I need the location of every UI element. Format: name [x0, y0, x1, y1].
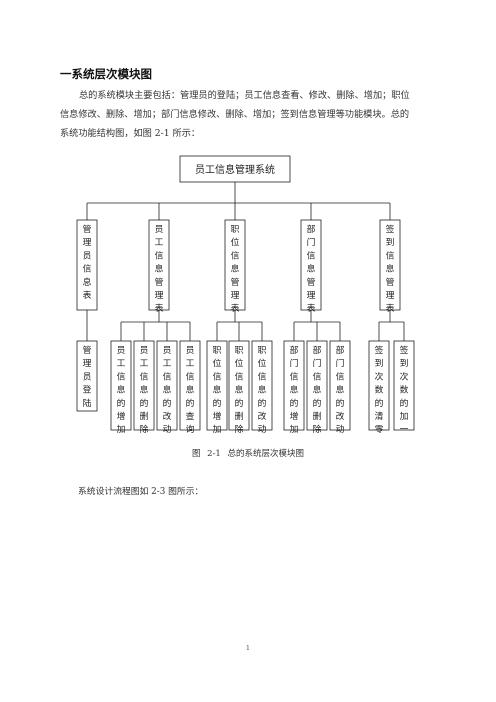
group-node-label: 签到信息管理表 [386, 223, 395, 314]
leaf-node-label: 员工信息的增加 [117, 345, 126, 435]
group-node-label: 员工信息管理表 [155, 224, 164, 314]
leaf-node-box [228, 340, 250, 431]
leaf-node-label: 员工信息的删除 [140, 345, 149, 435]
leaf-node-box [329, 340, 351, 431]
leaf-node-box [368, 340, 390, 431]
leaf-node-box [156, 340, 178, 431]
leaf-node-box [110, 340, 132, 431]
flow-reference-text: 系统设计流程图如 2-3 图所示： [78, 487, 204, 497]
paragraph-line: 信息修改、删除、增加；部门信息修改、删除、增加；签到信息管理等功能模块。总的 [60, 109, 410, 120]
page-number: 1 [245, 644, 251, 652]
paragraph-line: 系统功能结构图，如图 2-1 所示： [60, 128, 201, 139]
section-heading: 一系统层次模块图 [60, 67, 152, 81]
leaf-node-label: 签到次数的清零 [375, 344, 384, 435]
root-node-label: 员工信息管理系统 [195, 163, 275, 176]
leaf-node-box [206, 340, 228, 431]
root-node-box [179, 155, 291, 183]
leaf-node-box [76, 340, 98, 412]
leaf-node-box [283, 340, 305, 431]
leaf-node-label: 员工信息的查询 [186, 345, 195, 435]
leaf-node-box [179, 340, 201, 431]
group-node-label: 部门信息管理表 [307, 223, 316, 314]
intro-paragraph: 总的系统模块主要包括：管理员的登陆；员工信息查看、修改、删除、增加；职位 信息修… [60, 86, 440, 143]
leaf-node-box [133, 340, 155, 431]
paragraph-line: 总的系统模块主要包括：管理员的登陆；员工信息查看、修改、删除、增加；职位 [79, 90, 410, 101]
leaf-node-label: 管理员登陆 [83, 344, 92, 409]
leaf-node-label: 部门信息的增加 [290, 344, 299, 435]
leaf-node-label: 职位信息的删除 [235, 345, 244, 435]
group-node-label: 职位信息管理表 [231, 224, 240, 314]
leaf-node-label: 部门信息的改动 [336, 344, 345, 435]
leaf-node-label: 部门信息的删除 [313, 344, 322, 435]
group-node-label: 管理员信息表 [83, 223, 92, 301]
leaf-node-label: 员工信息的改动 [163, 345, 172, 435]
leaf-node-box [251, 340, 273, 431]
leaf-node-label: 签到次数的加一 [400, 344, 409, 435]
leaf-node-box [393, 340, 415, 431]
leaf-node-box [306, 340, 328, 431]
leaf-node-label: 职位信息的增加 [213, 345, 222, 435]
figure-caption: 图 2-1 总的系统层次模块图 [191, 449, 305, 459]
leaf-node-label: 职位信息的改动 [258, 345, 267, 435]
